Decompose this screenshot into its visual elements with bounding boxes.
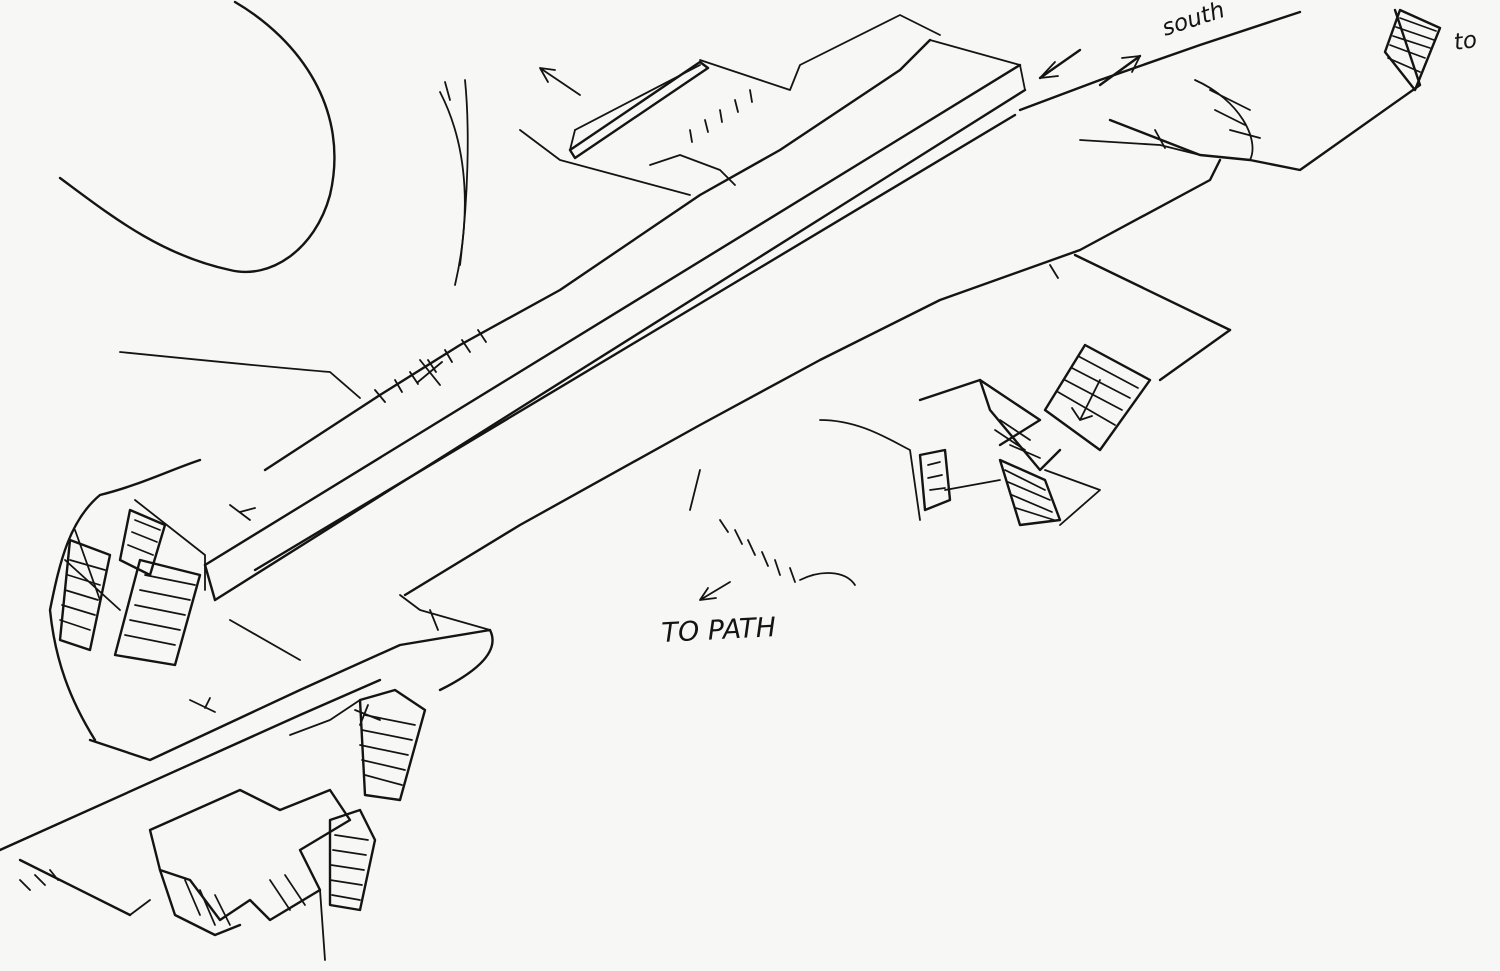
lower-left-continuation [0, 594, 494, 961]
to-path-area [689, 419, 921, 601]
south-direction-arrows [1038, 48, 1142, 87]
to-path-label: TO PATH [661, 612, 777, 649]
left-plaza [48, 458, 301, 742]
right-stair [1209, 8, 1442, 139]
upper-ramp [519, 14, 941, 196]
main-linear-path [203, 8, 1422, 602]
curved-building-outline [58, 0, 469, 399]
to-label: to [1452, 27, 1478, 56]
mid-right-stair [918, 343, 1152, 527]
